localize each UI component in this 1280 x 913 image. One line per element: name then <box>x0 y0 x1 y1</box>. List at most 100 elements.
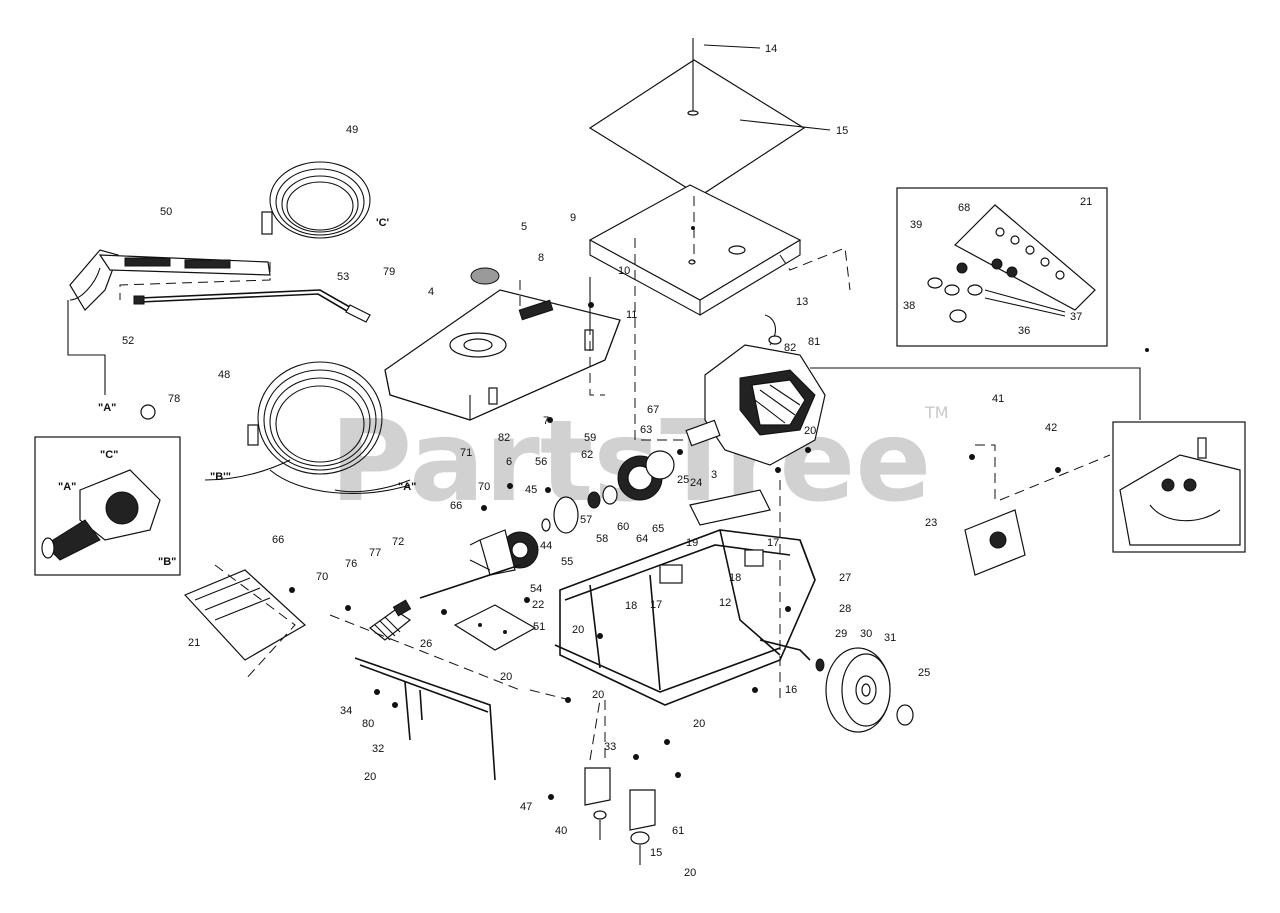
handle <box>329 614 521 781</box>
inset-unloader <box>34 404 181 576</box>
spray-gun <box>67 249 271 385</box>
hose-tray <box>183 564 307 681</box>
part-label: 64 <box>636 533 648 545</box>
part-label: 62 <box>581 449 593 461</box>
part-label: 15 <box>836 125 848 137</box>
part-label: 58 <box>596 533 608 545</box>
hose-coil-lower <box>247 361 411 494</box>
engine <box>685 314 826 466</box>
callout-b-hose: "B'" <box>210 471 231 483</box>
callout-a-inset: "A" <box>58 481 76 493</box>
caster-foot <box>584 699 656 865</box>
part-label: 25 <box>918 667 930 679</box>
part-label: 70 <box>478 481 490 493</box>
part-label: 59 <box>584 432 596 444</box>
part-label: 65 <box>652 523 664 535</box>
part-label: 11 <box>626 309 637 321</box>
callout-b-inset: "B" <box>158 556 176 568</box>
part-label: 20 <box>693 718 705 730</box>
part-label: 82 <box>784 342 796 354</box>
part-label: 18 <box>625 600 637 612</box>
inset-engine-detail <box>810 367 1246 553</box>
fasteners <box>289 226 1149 800</box>
mounting-plate <box>453 604 537 651</box>
part-label: 49 <box>346 124 358 136</box>
part-label: 55 <box>561 556 573 568</box>
part-label: 39 <box>910 219 922 231</box>
part-label: 20 <box>684 867 696 879</box>
part-label: 68 <box>958 202 970 214</box>
part-label: 36 <box>1018 325 1030 337</box>
part-label: 41 <box>992 393 1004 405</box>
part-label: 20 <box>804 425 816 437</box>
part-label: 14 <box>765 43 777 55</box>
part-label: 63 <box>640 424 652 436</box>
part-label: 16 <box>785 684 797 696</box>
part-label: 25 <box>677 474 689 486</box>
part-label: 33 <box>604 741 616 753</box>
part-label: 12 <box>719 597 731 609</box>
part-label: 27 <box>839 572 851 584</box>
part-label: 42 <box>1045 422 1057 434</box>
pump <box>419 450 675 599</box>
part-label: 31 <box>884 632 896 644</box>
part-label: 17 <box>767 537 779 549</box>
part-label: 4 <box>428 286 434 298</box>
part-label: 20 <box>572 624 584 636</box>
part-label: 15 <box>650 847 662 859</box>
wheel <box>815 647 914 733</box>
part-label: 77 <box>369 547 381 559</box>
part-label: 20 <box>500 671 512 683</box>
part-label: 76 <box>345 558 357 570</box>
part-label: 57 <box>580 514 592 526</box>
frame <box>554 489 816 706</box>
hose-coil-top <box>261 161 371 239</box>
part-label: 17 <box>650 599 662 611</box>
part-label: 53 <box>337 271 349 283</box>
part-label: 60 <box>617 521 629 533</box>
part-label: 66 <box>450 500 462 512</box>
nozzle-assembly <box>369 599 412 641</box>
part-label: 78 <box>168 393 180 405</box>
callout-c-hose: 'C' <box>376 217 390 229</box>
part-label: 81 <box>808 336 820 348</box>
part-label: 23 <box>925 517 937 529</box>
part-label: 13 <box>796 296 808 308</box>
inset-nozzle-set <box>896 187 1108 347</box>
part-label: 32 <box>372 743 384 755</box>
part-labels: 14 15 49 50 5 9 8 10 11 13 21 68 39 38 3… <box>122 43 1092 879</box>
part-label: 52 <box>122 335 134 347</box>
part-label: 24 <box>690 477 702 489</box>
fuel-tank <box>384 267 621 421</box>
part-label: 34 <box>340 705 352 717</box>
part-label: 29 <box>835 628 847 640</box>
part-label: 22 <box>532 599 544 611</box>
part-label: 50 <box>160 206 172 218</box>
part-label: 19 <box>686 537 698 549</box>
part-label: 45 <box>525 484 537 496</box>
part-label: 47 <box>520 801 532 813</box>
part-label: 37 <box>1070 311 1082 323</box>
callout-a-hose: "A" <box>398 481 416 493</box>
part-label: 6 <box>506 456 512 468</box>
wand <box>133 289 371 323</box>
part-label: 38 <box>903 300 915 312</box>
part-label: 21 <box>188 637 200 649</box>
part-label: 8 <box>538 252 544 264</box>
part-label: 10 <box>618 265 630 277</box>
part-label: 71 <box>460 447 472 459</box>
part-label: 82 <box>498 432 510 444</box>
part-label: 79 <box>383 266 395 278</box>
muffler-guard <box>964 444 1111 576</box>
part-label: 44 <box>540 540 552 552</box>
bracket-tray <box>588 184 851 316</box>
part-label: 56 <box>535 456 547 468</box>
part-label: 20 <box>592 689 604 701</box>
part-label: 9 <box>570 212 576 224</box>
part-label: 48 <box>218 369 230 381</box>
part-label: 61 <box>672 825 684 837</box>
part-label: 80 <box>362 718 374 730</box>
part-label: 21 <box>1080 196 1092 208</box>
part-label: 30 <box>860 628 872 640</box>
